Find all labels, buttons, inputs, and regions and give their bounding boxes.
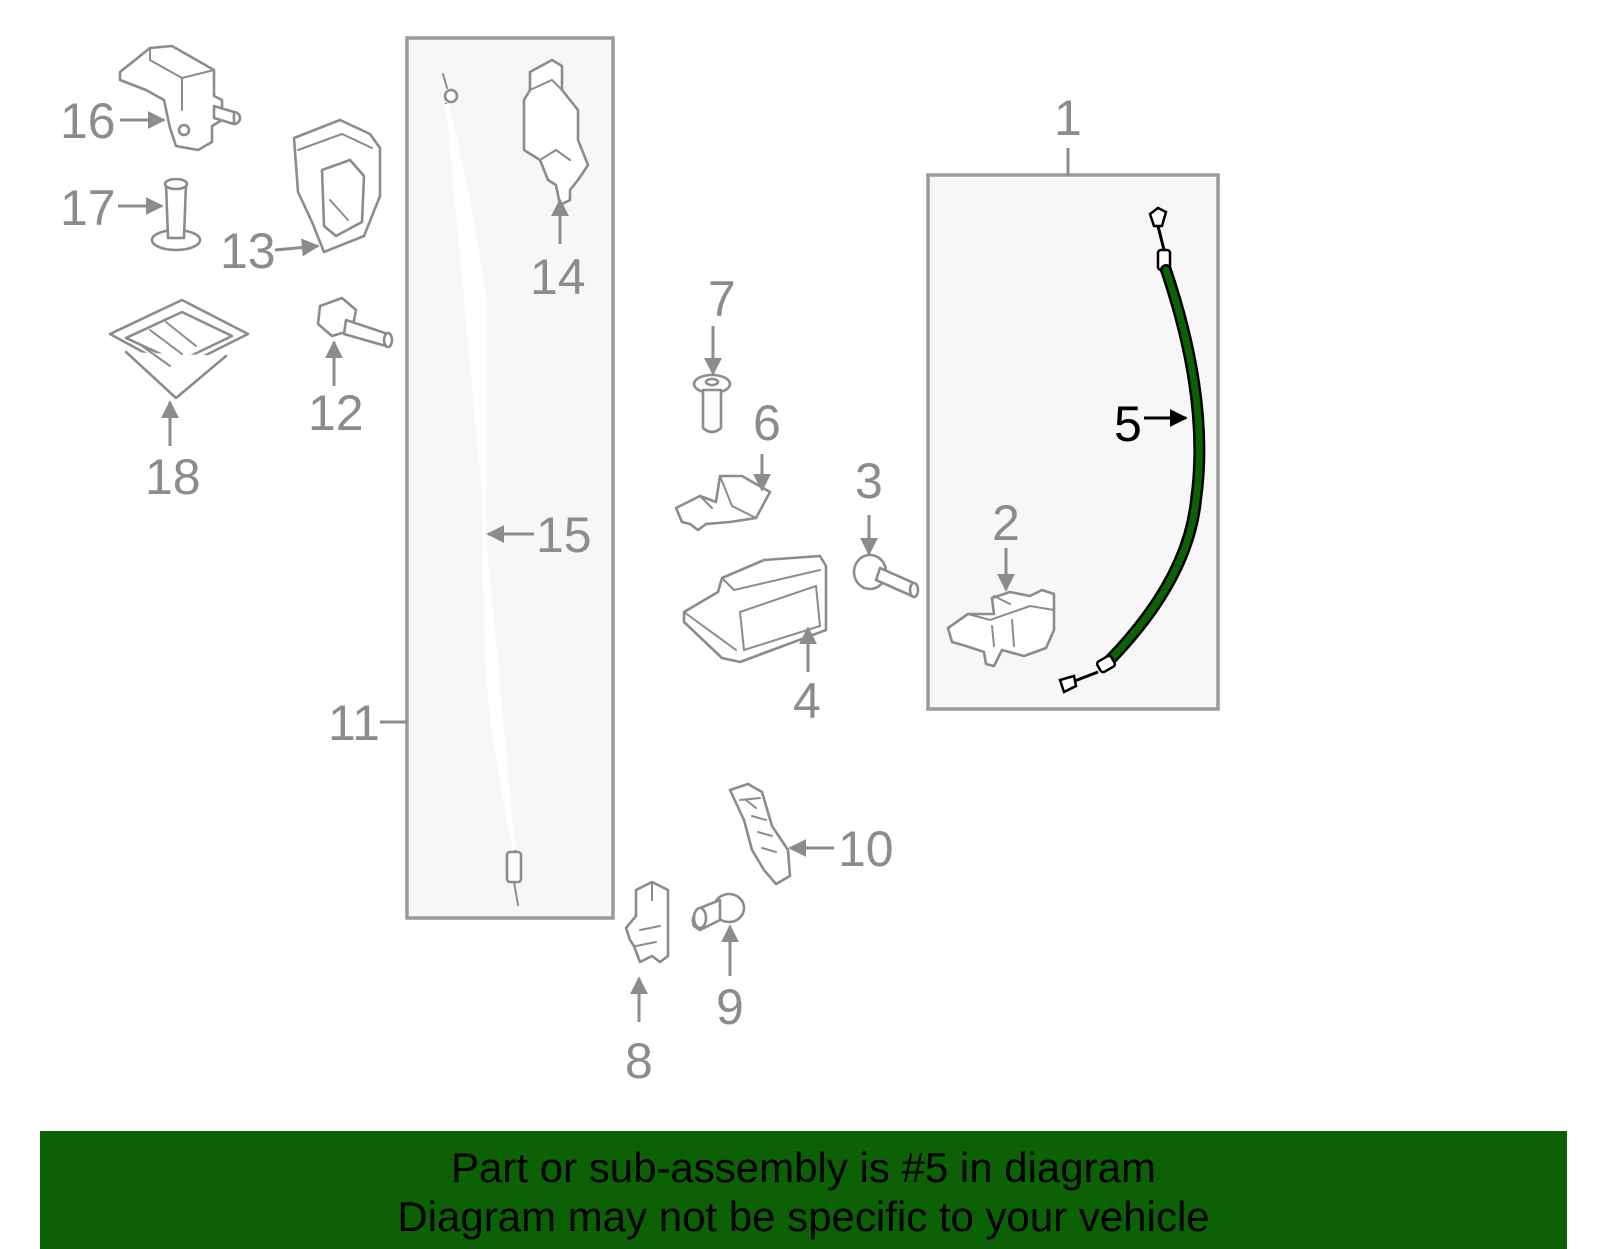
assembly-box-11 <box>405 36 615 920</box>
callout-6: 6 <box>753 395 781 451</box>
info-banner: Part or sub-assembly is #5 in diagram Di… <box>40 1131 1567 1249</box>
part-18-bin[interactable] <box>108 298 250 400</box>
callout-10: 10 <box>838 821 894 877</box>
part-13-cover[interactable] <box>292 118 382 254</box>
part-10-pad[interactable] <box>728 782 792 886</box>
part-8-bracket[interactable] <box>624 880 670 964</box>
callout-5: 5 <box>1114 396 1142 452</box>
callout-13: 13 <box>220 223 276 279</box>
callout-1: 1 <box>1054 90 1082 146</box>
part-15-cable[interactable] <box>442 73 523 906</box>
part-7-fastener[interactable] <box>692 373 732 434</box>
callout-18: 18 <box>145 449 201 505</box>
part-17-pin[interactable] <box>150 177 202 252</box>
part-3-bolt[interactable] <box>852 553 920 599</box>
callout-15: 15 <box>536 507 592 563</box>
part-9-fastener[interactable] <box>691 892 746 932</box>
callout-4: 4 <box>793 673 821 729</box>
callout-12: 12 <box>308 385 364 441</box>
callout-9: 9 <box>716 979 744 1035</box>
banner-line-1: Part or sub-assembly is #5 in diagram <box>451 1144 1156 1191</box>
callout-3: 3 <box>855 453 883 509</box>
banner-line-2: Diagram may not be specific to your vehi… <box>397 1193 1210 1240</box>
part-6-clip[interactable] <box>674 474 772 532</box>
callout-11: 11 <box>328 695 380 751</box>
part-14-bracket[interactable] <box>522 58 590 207</box>
part-16-bracket[interactable] <box>118 44 242 152</box>
part-12-bolt[interactable] <box>316 296 394 349</box>
callout-7: 7 <box>708 271 736 327</box>
part-4-handle-housing[interactable] <box>682 554 828 664</box>
callout-16: 16 <box>60 93 116 149</box>
leader-lines <box>118 111 1188 1022</box>
callout-8: 8 <box>625 1033 653 1089</box>
callout-labels: 1 2 3 4 5 6 7 8 9 10 11 12 13 14 15 16 1… <box>60 90 1142 1089</box>
callout-17: 17 <box>60 180 116 236</box>
callout-14: 14 <box>530 249 586 305</box>
part-2-latch[interactable] <box>946 588 1056 668</box>
callout-2: 2 <box>992 495 1020 551</box>
part-5-cable-highlighted[interactable] <box>1058 206 1206 694</box>
